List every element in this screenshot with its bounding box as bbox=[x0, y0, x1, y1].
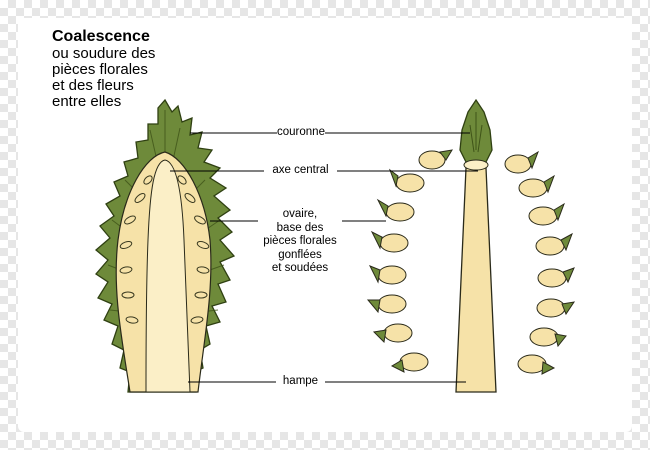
fruitlet bbox=[368, 265, 407, 285]
subtitle-line: pièces florales bbox=[52, 61, 148, 78]
leader-lines bbox=[170, 132, 478, 383]
label-ovaire-line: ovaire, bbox=[282, 208, 318, 220]
label-ovaire-line: pièces florales bbox=[263, 235, 337, 247]
fruitlet bbox=[376, 198, 415, 222]
title-block: Coalescence ou soudure des pièces floral… bbox=[52, 27, 155, 110]
label-ovaire: ovaire, base des pièces florales gonflée… bbox=[258, 208, 342, 276]
diagram-title: Coalescence bbox=[52, 28, 150, 45]
fruitlet bbox=[366, 294, 407, 314]
fruitlet bbox=[529, 327, 567, 348]
central-stalk bbox=[455, 98, 497, 393]
pineapple-cross-section bbox=[94, 98, 236, 393]
fruitlet bbox=[418, 149, 453, 170]
fruitlet bbox=[528, 202, 565, 226]
fruitlet bbox=[537, 267, 575, 288]
label-ovaire-line: gonflées bbox=[278, 248, 322, 261]
fruitlet bbox=[536, 298, 576, 318]
fruitlet bbox=[388, 168, 425, 193]
subtitle-line: ou soudure des bbox=[52, 45, 156, 62]
fruitlet bbox=[517, 354, 556, 375]
stalk-body bbox=[455, 167, 497, 393]
fruitlet bbox=[372, 323, 413, 344]
fruitlets bbox=[366, 149, 576, 375]
label-couronne: couronne bbox=[277, 126, 325, 139]
label-hampe: hampe bbox=[276, 375, 325, 388]
fruitlet bbox=[390, 352, 429, 373]
fruitlet bbox=[535, 232, 573, 256]
label-ovaire-line: et soudées bbox=[271, 262, 329, 274]
fruitlet bbox=[504, 150, 539, 174]
subtitle-line: et des fleurs bbox=[52, 77, 134, 94]
subtitle-line: entre elles bbox=[52, 93, 122, 110]
fruitlet bbox=[370, 230, 409, 253]
label-axe-central: axe central bbox=[264, 164, 337, 177]
label-ovaire-line: base des bbox=[276, 221, 324, 234]
fruitlet bbox=[518, 174, 555, 198]
central-axis-section bbox=[145, 159, 191, 393]
